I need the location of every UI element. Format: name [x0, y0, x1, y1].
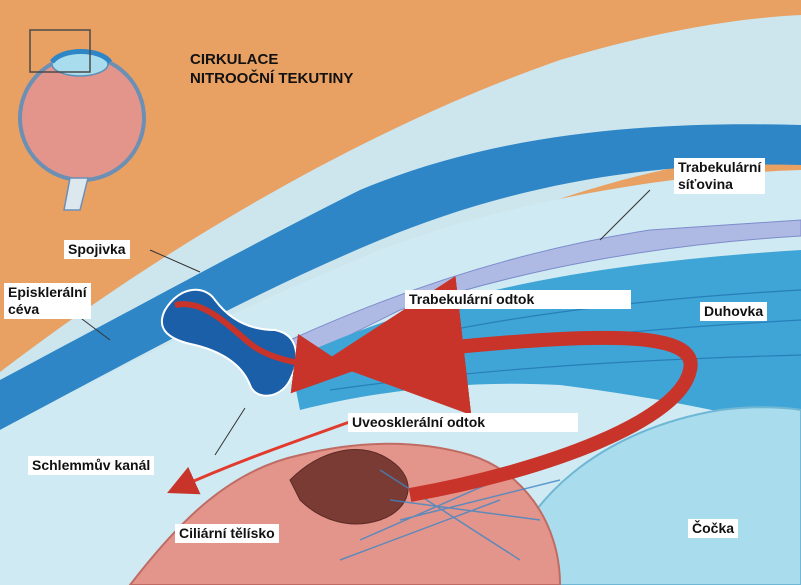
episcleral-vessel-line-1: Episklerální [8, 284, 87, 301]
title-line-2: NITROOČNÍ TEKUTINY [190, 69, 353, 88]
trabecular-meshwork-line-1: Trabekulární [678, 159, 761, 176]
trabecular-meshwork-line-2: síťovina [678, 176, 761, 193]
diagram-title: CIRKULACE NITROOČNÍ TEKUTINY [190, 50, 353, 88]
label-trabecular-meshwork: Trabekulární síťovina [674, 158, 765, 194]
title-line-1: CIRKULACE [190, 50, 353, 69]
label-schlemm-canal: Schlemmův kanál [28, 456, 154, 475]
label-episcleral-vessel: Episklerální céva [4, 283, 91, 319]
label-conjunctiva: Spojivka [64, 240, 130, 259]
label-trabecular-outflow: Trabekulární odtok [405, 290, 631, 309]
episcleral-vessel-line-2: céva [8, 301, 87, 318]
label-uveoscleral-outflow: Uveosklerální odtok [348, 413, 578, 432]
label-lens: Čočka [688, 519, 738, 538]
label-ciliary-body: Ciliární tělísko [175, 524, 279, 543]
label-iris: Duhovka [700, 302, 767, 321]
